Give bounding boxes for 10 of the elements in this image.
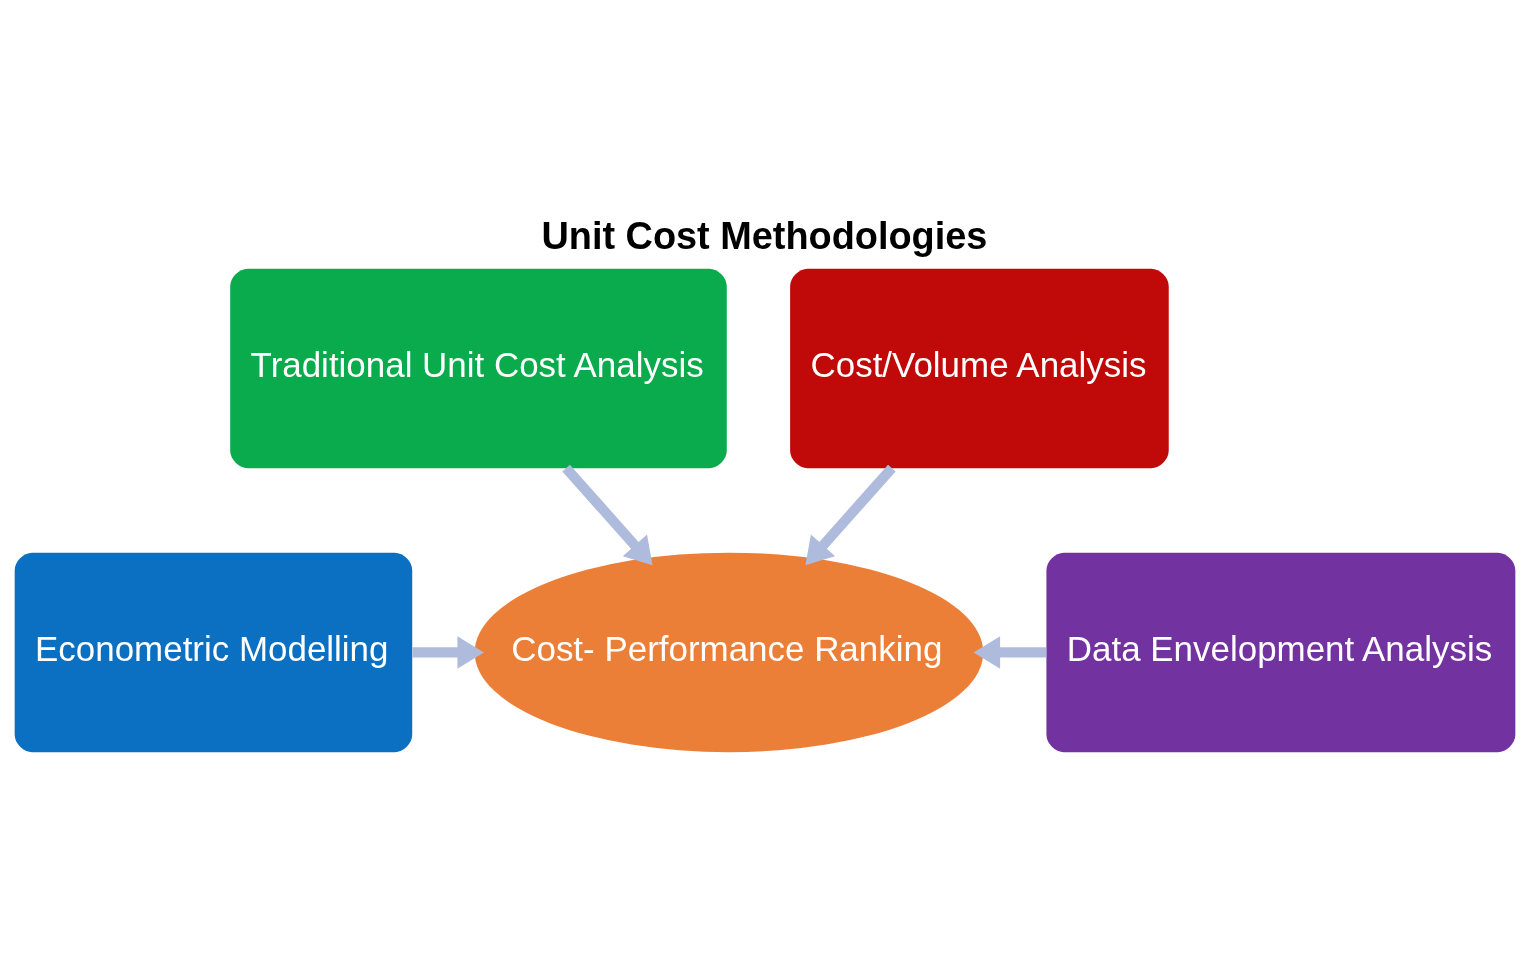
node-box: Data Envelopment Analysis bbox=[1046, 552, 1516, 752]
arrow bbox=[973, 635, 1047, 669]
arrow bbox=[562, 464, 653, 565]
node-ellipse: Cost- Performance Ranking bbox=[474, 552, 984, 752]
node-box: Traditional Unit Cost Analysis bbox=[230, 268, 727, 468]
node-box: Econometric Modelling bbox=[14, 552, 413, 752]
diagram-title: Unit Cost Methodologies bbox=[541, 214, 988, 257]
node-box: Cost/Volume Analysis bbox=[790, 268, 1169, 468]
arrow bbox=[805, 464, 896, 565]
arrow bbox=[412, 635, 484, 669]
